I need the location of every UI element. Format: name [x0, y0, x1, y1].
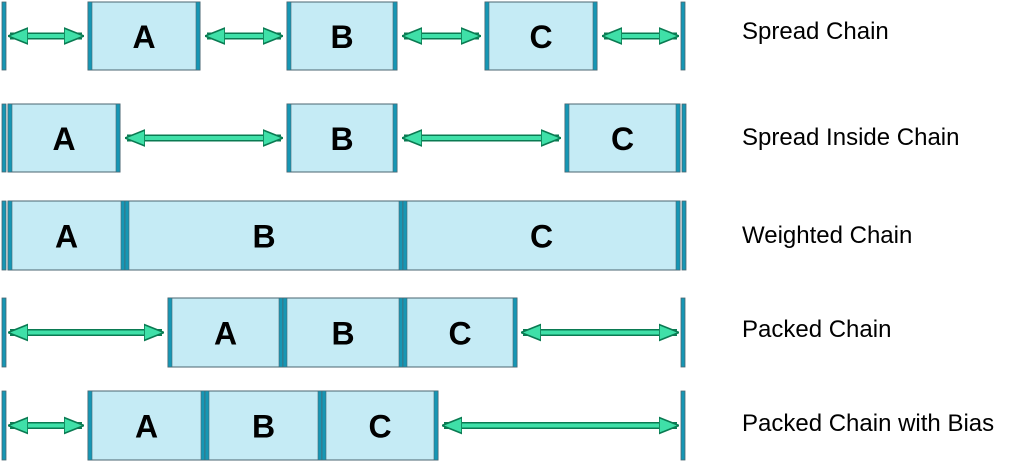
parent-start-bar: [1, 103, 7, 173]
box-right-edge: [120, 200, 126, 271]
box-body: [286, 1, 398, 71]
box-letter: B: [252, 409, 275, 445]
box-body: [7, 103, 121, 173]
chain-row-packed-bias: A B C: [1, 390, 686, 461]
chain-box-b: B: [124, 200, 404, 271]
box-letter: C: [529, 19, 552, 55]
chain-row-spread: A B C: [1, 1, 686, 71]
parent-start-bar: [1, 200, 7, 271]
box-right-edge: [115, 103, 121, 173]
chain-box-c: C: [321, 390, 439, 461]
chain-box-b: B: [282, 297, 404, 368]
parent-start-bar: [1, 297, 7, 368]
box-right-edge: [675, 103, 681, 173]
box-left-edge: [286, 103, 292, 173]
parent-end-bar: [680, 1, 686, 71]
chain-label-packed-bias: Packed Chain with Bias: [742, 410, 995, 437]
chain-row-weighted: A B C: [1, 200, 687, 271]
box-right-edge: [512, 297, 518, 368]
chain-box-a: A: [7, 200, 126, 271]
box-right-edge: [195, 1, 201, 71]
box-left-edge: [286, 1, 292, 71]
chain-row-packed: A B C: [1, 297, 686, 368]
box-letter: B: [252, 219, 275, 255]
box-letter: C: [448, 316, 471, 352]
chain-label-weighted: Weighted Chain: [742, 222, 913, 249]
chain-box-b: B: [286, 1, 398, 71]
chain-box-c: C: [564, 103, 681, 173]
box-letter: A: [52, 121, 75, 157]
parent-end-bar: [680, 297, 686, 368]
box-body: [7, 200, 126, 271]
box-right-edge: [398, 297, 404, 368]
box-left-edge: [87, 390, 93, 461]
box-left-edge: [402, 200, 408, 271]
box-right-edge: [398, 200, 404, 271]
chain-row-spread-inside: A B C: [1, 103, 687, 173]
box-body: [402, 297, 518, 368]
parent-start-bar: [1, 390, 7, 461]
box-body: [87, 1, 201, 71]
box-left-edge: [87, 1, 93, 71]
box-left-edge: [282, 297, 288, 368]
box-left-edge: [484, 1, 490, 71]
chain-box-c: C: [402, 200, 681, 271]
box-right-edge: [200, 390, 206, 461]
chain-box-a: A: [87, 1, 201, 71]
box-letter: A: [132, 19, 155, 55]
chain-box-b: B: [204, 390, 323, 461]
chain-label-spread: Spread Chain: [742, 18, 889, 45]
box-letter: C: [611, 121, 634, 157]
box-body: [402, 200, 681, 271]
box-body: [167, 297, 284, 368]
box-right-edge: [392, 103, 398, 173]
box-letter: B: [330, 19, 353, 55]
box-left-edge: [7, 200, 13, 271]
box-body: [564, 103, 681, 173]
box-left-edge: [167, 297, 173, 368]
box-right-edge: [433, 390, 439, 461]
box-letter: C: [368, 409, 391, 445]
box-right-edge: [317, 390, 323, 461]
box-right-edge: [592, 1, 598, 71]
box-left-edge: [321, 390, 327, 461]
box-right-edge: [278, 297, 284, 368]
box-body: [87, 390, 206, 461]
chain-box-b: B: [286, 103, 398, 173]
chain-box-c: C: [484, 1, 598, 71]
box-left-edge: [564, 103, 570, 173]
box-body: [124, 200, 404, 271]
box-body: [282, 297, 404, 368]
box-letter: C: [530, 219, 553, 255]
parent-end-bar: [681, 103, 687, 173]
chain-box-a: A: [7, 103, 121, 173]
chain-box-c: C: [402, 297, 518, 368]
parent-end-bar: [681, 200, 687, 271]
box-left-edge: [124, 200, 130, 271]
box-right-edge: [392, 1, 398, 71]
box-left-edge: [402, 297, 408, 368]
box-left-edge: [204, 390, 210, 461]
chain-box-a: A: [87, 390, 206, 461]
box-body: [286, 103, 398, 173]
chain-label-spread-inside: Spread Inside Chain: [742, 124, 960, 151]
box-left-edge: [7, 103, 13, 173]
parent-start-bar: [1, 1, 7, 71]
box-letter: A: [55, 219, 78, 255]
box-letter: B: [331, 316, 354, 352]
parent-end-bar: [680, 390, 686, 461]
box-letter: B: [330, 121, 353, 157]
box-letter: A: [135, 409, 158, 445]
chain-label-packed: Packed Chain: [742, 316, 892, 343]
box-letter: A: [214, 316, 237, 352]
chain-box-a: A: [167, 297, 284, 368]
box-right-edge: [675, 200, 681, 271]
